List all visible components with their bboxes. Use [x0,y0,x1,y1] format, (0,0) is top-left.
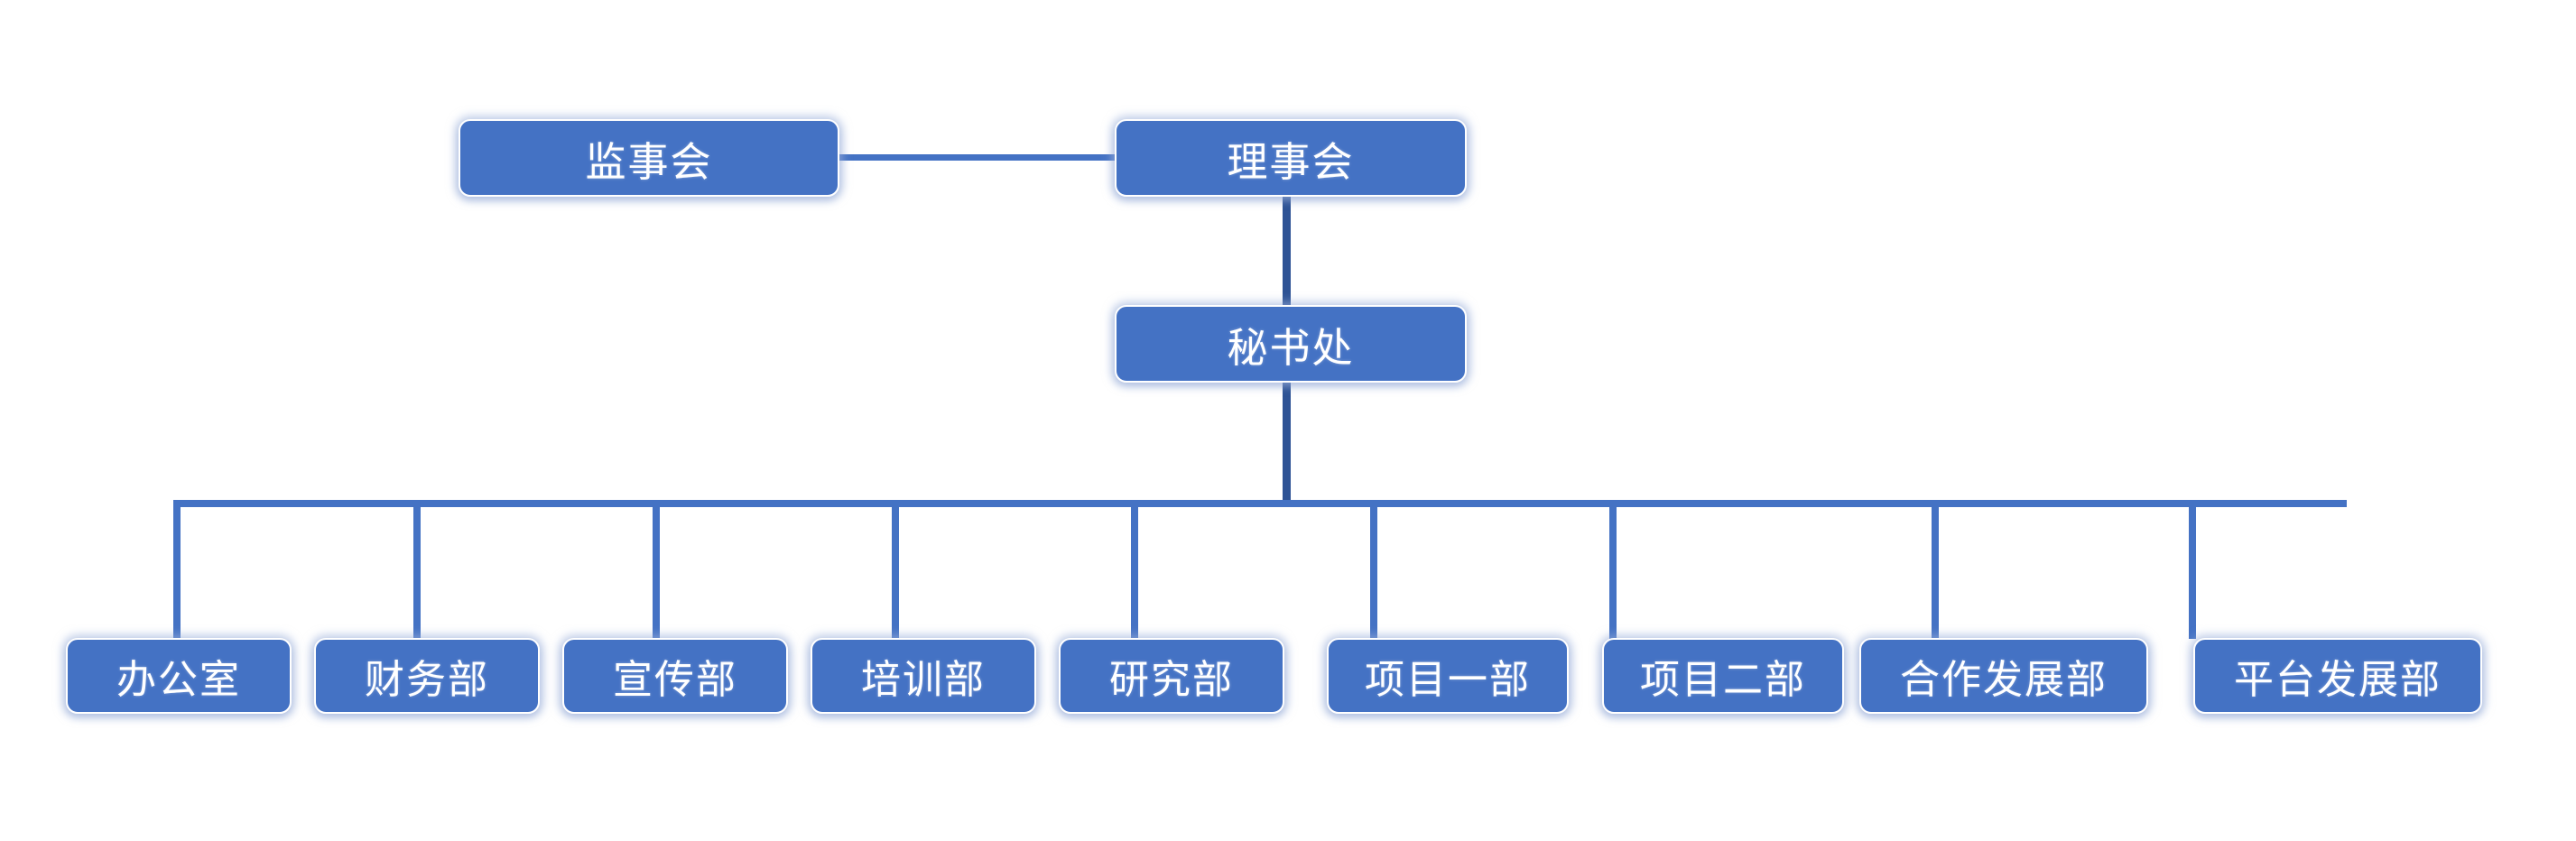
connector-secretariat-to-bus [1283,381,1291,507]
node-supervisory-board[interactable]: 监事会 [459,119,839,197]
connector-drop-publicity [653,504,660,639]
node-department-office[interactable]: 办公室 [66,638,292,714]
node-department-cooperation-development[interactable]: 合作发展部 [1859,638,2148,714]
node-department-platform-development[interactable]: 平台发展部 [2193,638,2482,714]
connector-drop-office [173,504,181,639]
node-department-project-one[interactable]: 项目一部 [1327,638,1569,714]
node-department-finance[interactable]: 财务部 [314,638,540,714]
node-department-training[interactable]: 培训部 [811,638,1036,714]
node-department-project-two[interactable]: 项目二部 [1602,638,1844,714]
connector-department-bus [173,500,2347,507]
node-department-research[interactable]: 研究部 [1059,638,1284,714]
connector-drop-project-one [1370,504,1377,639]
connector-supervisory-to-board [836,154,1118,161]
node-department-publicity[interactable]: 宣传部 [562,638,788,714]
connector-drop-platform-development [2189,504,2196,639]
node-board-of-directors[interactable]: 理事会 [1115,119,1467,197]
connector-drop-training [892,504,899,639]
connector-drop-cooperation-development [1932,504,1939,639]
connector-drop-research [1131,504,1138,639]
connector-board-to-secretariat [1283,195,1291,307]
connector-drop-project-two [1609,504,1617,639]
node-secretariat[interactable]: 秘书处 [1115,305,1467,383]
connector-drop-finance [413,504,421,639]
